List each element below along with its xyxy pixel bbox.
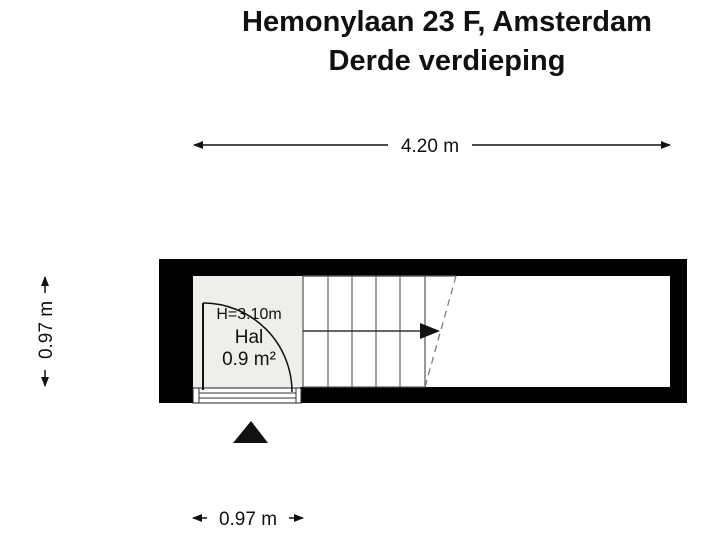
- door-swing: [202, 302, 293, 393]
- plan-title-address: Hemonylaan 23 F, Amsterdam: [242, 6, 652, 38]
- wall-bottom: [302, 387, 687, 403]
- wall-right: [670, 259, 687, 403]
- dimension-total-width-label: 4.20 m: [401, 136, 459, 157]
- wall-top: [159, 259, 687, 276]
- room-hal-floor: [193, 276, 303, 388]
- wall-left: [159, 259, 193, 403]
- staircase-cut-line: [424, 275, 457, 388]
- plan-title-floor: Derde verdieping: [328, 45, 566, 77]
- dimension-total-width: 4.20 m: [193, 136, 671, 157]
- door-threshold: [192, 387, 302, 404]
- staircase: [302, 275, 457, 388]
- room-name: Hal: [235, 327, 264, 348]
- dimension-height: 0.97 m: [36, 276, 57, 387]
- arrow-right-icon: [420, 323, 440, 339]
- room-area: 0.9 m²: [222, 349, 276, 370]
- dimension-room-width-label: 0.97 m: [219, 509, 277, 530]
- room-hal-label: H=3.10m Hal 0.9 m²: [216, 306, 281, 370]
- wall-door-jamb-right: [300, 387, 304, 403]
- triangle-up-icon: [233, 421, 268, 443]
- walls: [159, 259, 687, 403]
- dimension-height-label: 0.97 m: [36, 301, 57, 359]
- dimension-room-width: 0.97 m: [192, 509, 304, 530]
- room-ceiling-height: H=3.10m: [216, 306, 281, 323]
